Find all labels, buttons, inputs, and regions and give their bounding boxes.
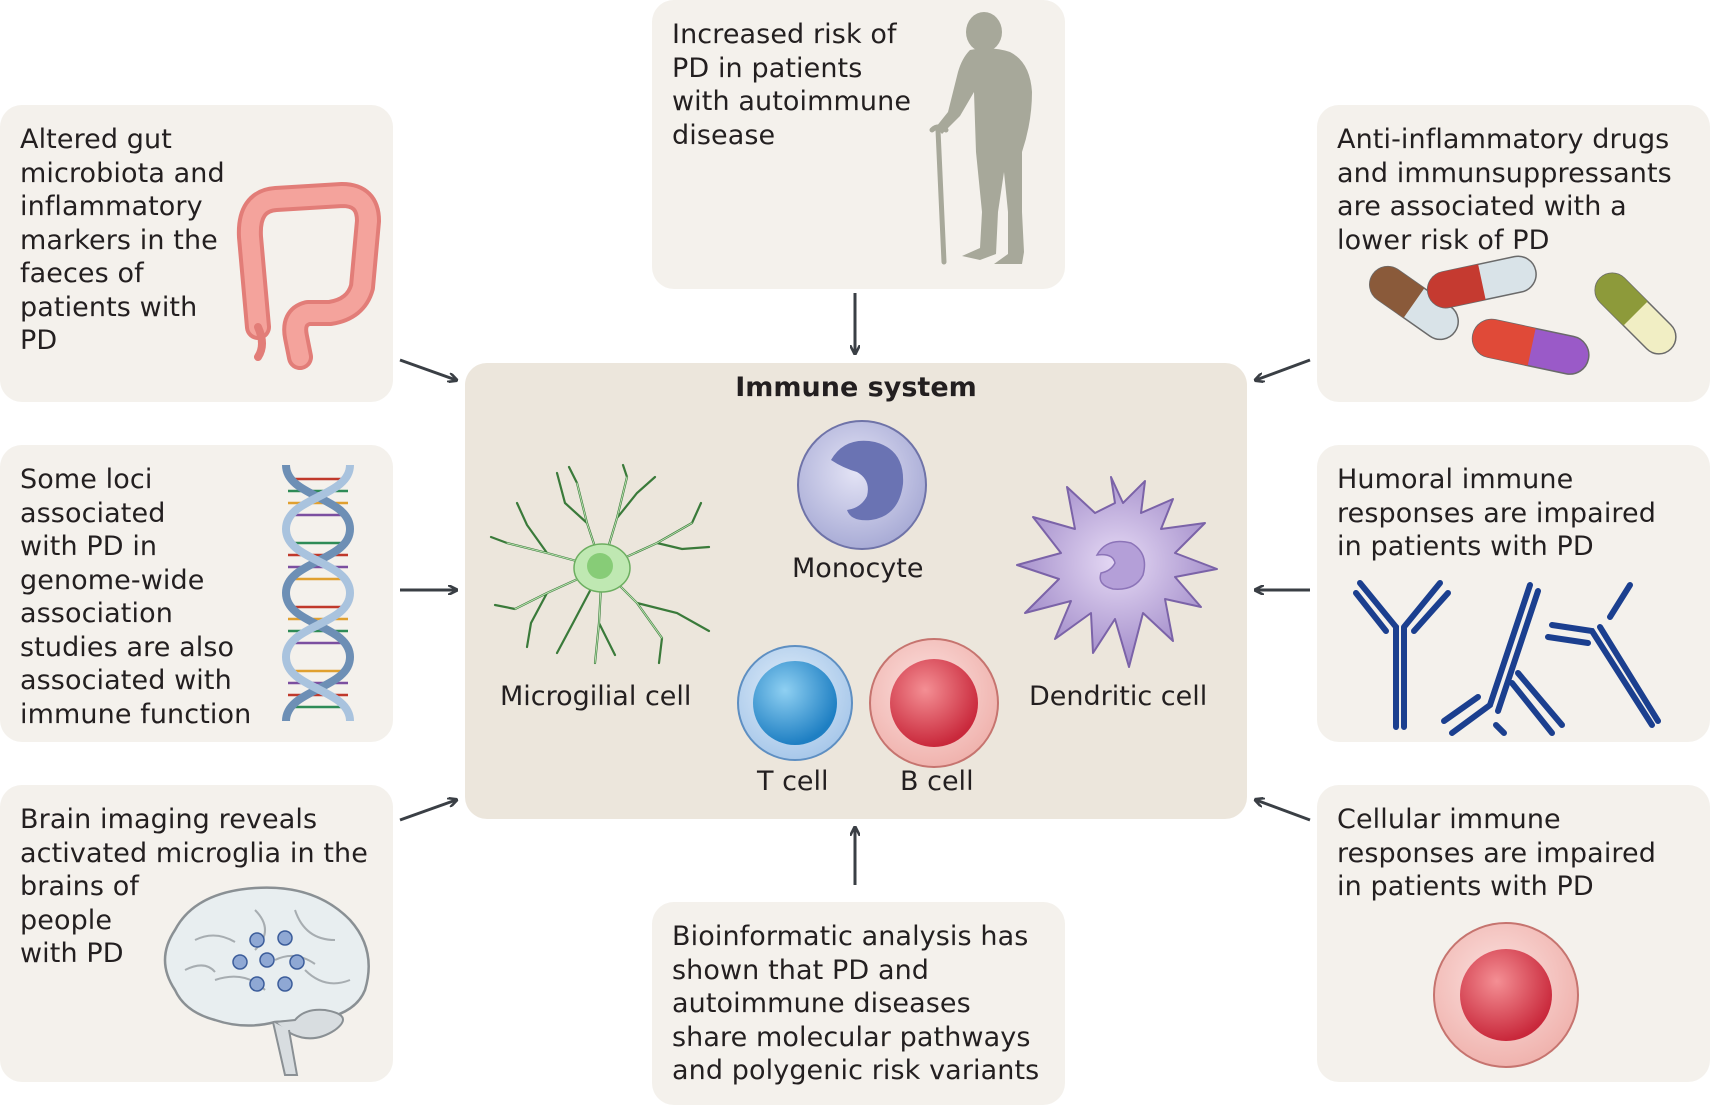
box-bioinformatic-text: Bioinformatic analysis has shown that PD… [672,921,1040,1086]
box-anti-inflammatory: Anti-inflammatory drugs and immunsuppres… [1317,105,1710,402]
immune-system-panel: Immune system Microgilial cell [465,363,1247,819]
box-autoimmune-risk: Increased risk of PD in patients with au… [652,0,1065,289]
box-cellular-text: Cellular immune responses are impaired i… [1337,804,1656,902]
box-autoimmune-risk-text: Increased risk of PD in patients with au… [672,19,912,151]
arrow-gut [399,358,456,380]
microglial-cell-label: Microgilial cell [500,681,692,712]
box-brain-imaging: Brain imaging reveals activated microgli… [0,785,393,1082]
box-humoral: Humoral immune responses are impaired in… [1317,445,1710,742]
box-humoral-text: Humoral immune responses are impaired in… [1337,464,1656,562]
box-gut-microbiota-text: Altered gut microbiota and inflammatory … [20,124,225,356]
t-cell-label: T cell [757,766,829,797]
dendritic-cell-label: Dendritic cell [1029,681,1208,712]
box-anti-inflammatory-text: Anti-inflammatory drugs and immunsuppres… [1337,124,1672,256]
arrow-cellular [1256,800,1311,822]
microglial-cell-icon [489,463,711,665]
arrow-brain [399,800,456,822]
b-cell-icon [869,638,999,768]
t-cell-icon [737,645,853,761]
b-cell-label: B cell [900,766,974,797]
box-gwas-loci: Some loci associated with PD in genome-w… [0,445,393,742]
brain-icon [163,886,370,1076]
box-gut-microbiota: Altered gut microbiota and inflammatory … [0,105,393,402]
b-cell-large-icon [1433,922,1579,1068]
pills-icon [1369,255,1677,375]
monocyte-icon [797,420,927,550]
dendritic-cell-icon [1016,476,1218,668]
arrow-drugs [1256,358,1311,380]
box-bioinformatic: Bioinformatic analysis has shown that PD… [652,902,1065,1105]
box-gwas-loci-text: Some loci associated with PD in genome-w… [20,464,252,730]
box-brain-imaging-text: Brain imaging reveals activated microgli… [20,804,368,969]
intestine-icon [236,182,381,370]
monocyte-label: Monocyte [792,553,924,584]
box-cellular: Cellular immune responses are impaired i… [1317,785,1710,1082]
elderly-person-icon [929,12,1032,265]
antibodies-icon [1353,580,1661,736]
dna-icon [281,464,355,722]
immune-system-title: Immune system [735,372,977,403]
